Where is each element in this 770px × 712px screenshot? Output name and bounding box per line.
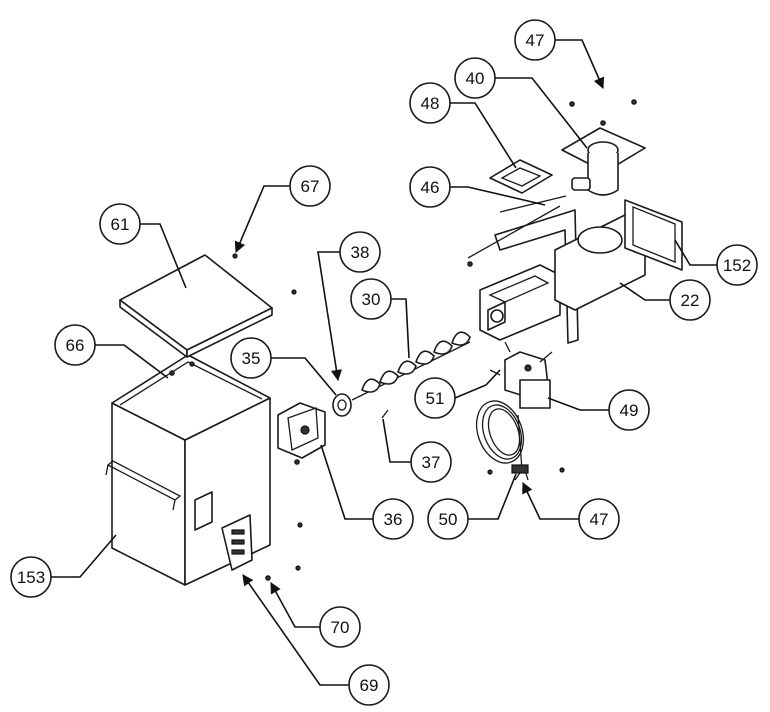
gasket-152	[624, 199, 683, 271]
svg-text:51: 51	[426, 389, 445, 408]
feed-housing	[467, 205, 646, 344]
callout-153: 153	[10, 556, 52, 598]
callout-51: 51	[414, 377, 456, 419]
callout-61: 61	[99, 203, 141, 245]
hopper-lid	[119, 253, 297, 358]
svg-text:70: 70	[331, 618, 350, 637]
callout-22: 22	[669, 279, 711, 321]
callout-67: 67	[289, 165, 331, 207]
svg-text:40: 40	[466, 69, 485, 88]
svg-text:66: 66	[66, 336, 85, 355]
svg-text:49: 49	[620, 401, 639, 420]
svg-text:38: 38	[351, 243, 370, 262]
svg-text:153: 153	[17, 568, 45, 587]
callout-47-bottom: 47	[578, 498, 620, 540]
cable-coil	[475, 400, 565, 493]
svg-text:69: 69	[360, 676, 379, 695]
control-board	[221, 514, 303, 581]
svg-text:152: 152	[723, 256, 751, 275]
inlet-flange	[561, 99, 646, 196]
callout-69: 69	[348, 664, 390, 706]
svg-text:47: 47	[590, 510, 609, 529]
svg-text:35: 35	[242, 349, 261, 368]
callout-70: 70	[319, 606, 361, 648]
callout-66: 66	[54, 324, 96, 366]
svg-text:67: 67	[301, 177, 320, 196]
leader-lines	[51, 39, 717, 686]
svg-text:22: 22	[681, 291, 700, 310]
callout-49: 49	[608, 389, 650, 431]
blower-assembly	[489, 341, 553, 409]
callout-46: 46	[409, 166, 451, 208]
svg-text:36: 36	[384, 510, 403, 529]
callout-40: 40	[454, 57, 496, 99]
svg-text:30: 30	[362, 290, 381, 309]
bearing	[332, 393, 352, 417]
callout-35: 35	[230, 337, 272, 379]
callout-50: 50	[427, 498, 469, 540]
svg-text:61: 61	[111, 215, 130, 234]
callout-47-top: 47	[514, 19, 556, 61]
svg-text:47: 47	[526, 31, 545, 50]
motor-bracket	[277, 402, 326, 465]
callout-48: 48	[409, 82, 451, 124]
rod-46	[499, 195, 567, 213]
callout-37: 37	[410, 441, 452, 483]
callout-152: 152	[716, 244, 758, 286]
auger-screw	[351, 331, 471, 419]
svg-text:37: 37	[422, 453, 441, 472]
gasket-48	[489, 159, 553, 194]
callout-balloons: 47 40 48 46 67 61 38 30	[10, 19, 758, 706]
callout-30: 30	[350, 278, 392, 320]
callout-36: 36	[372, 498, 414, 540]
svg-text:46: 46	[421, 178, 440, 197]
callout-38: 38	[339, 231, 381, 273]
svg-text:50: 50	[439, 510, 458, 529]
svg-text:48: 48	[421, 94, 440, 113]
